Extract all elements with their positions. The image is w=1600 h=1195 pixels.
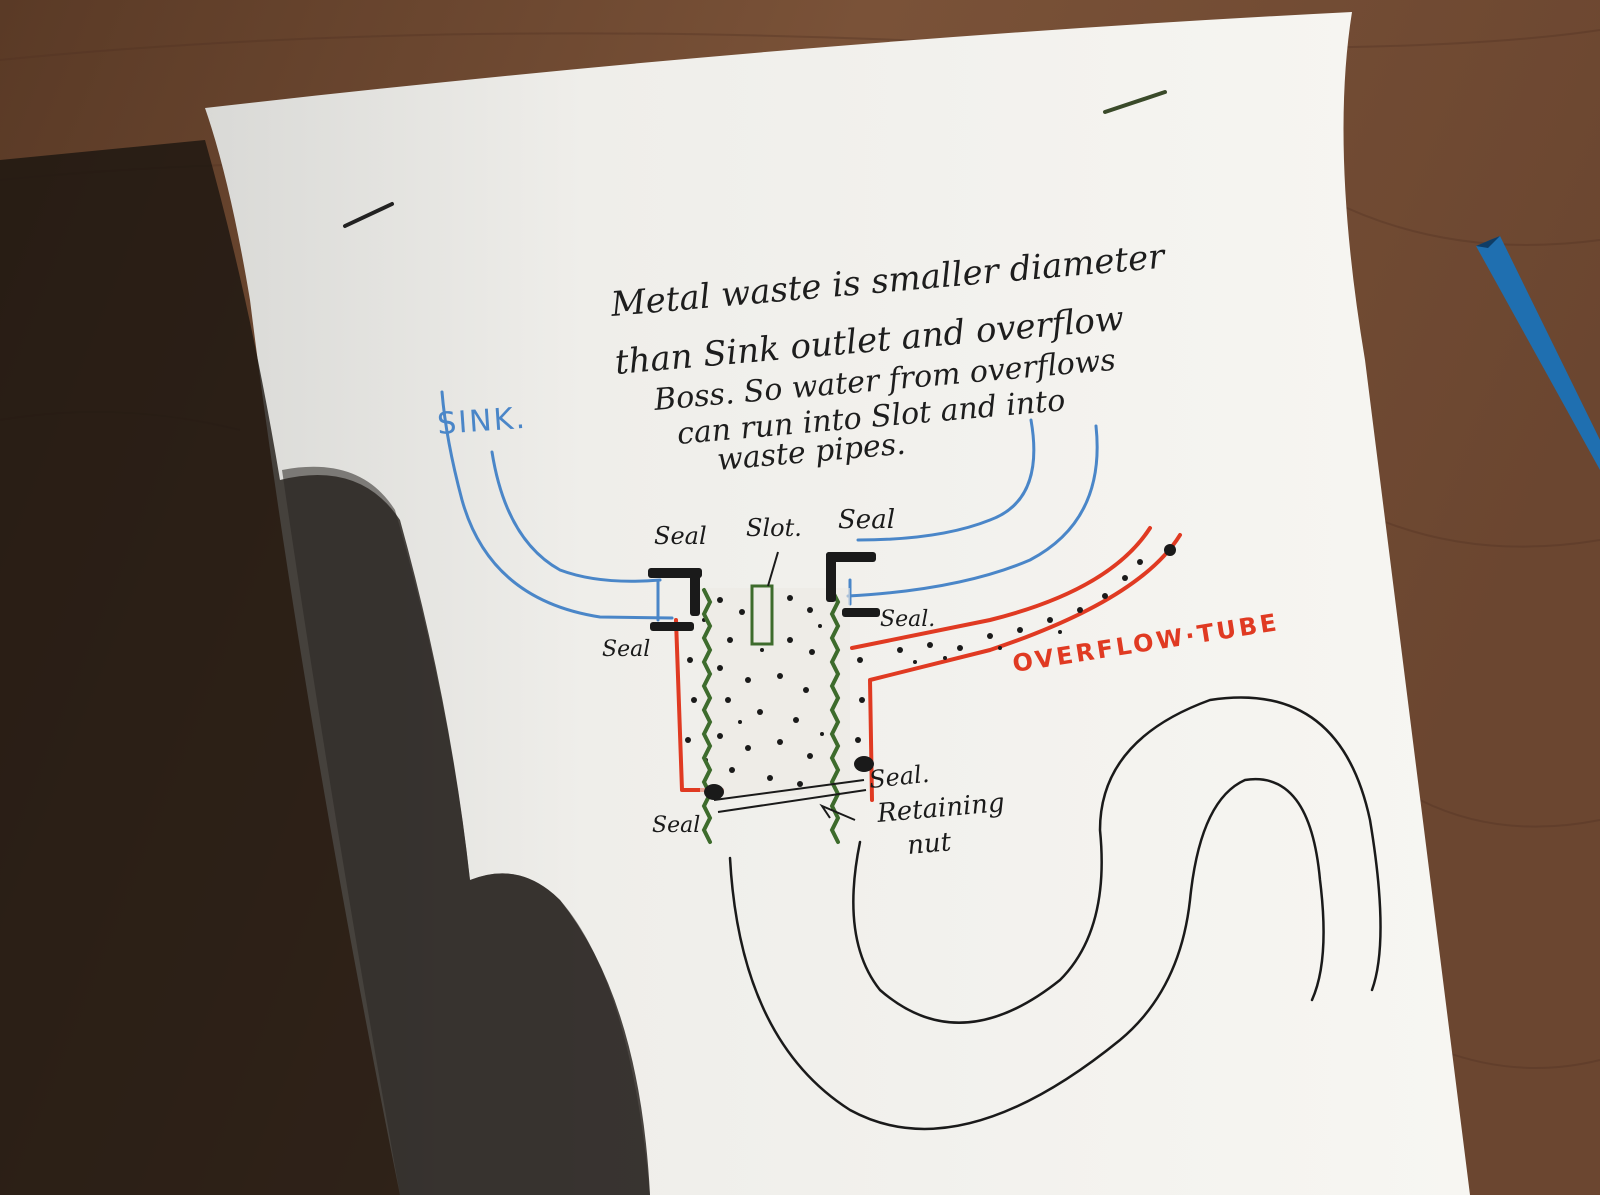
overflow-tube-dot bbox=[1164, 544, 1176, 556]
metal-waste bbox=[685, 551, 865, 796]
waste-pipe-trap bbox=[728, 696, 1382, 1131]
overflow-speckles bbox=[897, 559, 1143, 664]
label-seal-bottom-left: Seal bbox=[652, 813, 700, 838]
label-seal-right-mid: Seal. bbox=[880, 607, 935, 632]
slot bbox=[750, 584, 774, 646]
blue-pen-icon bbox=[1476, 236, 1600, 470]
label-seal-bottom-right: Seal. bbox=[868, 760, 931, 794]
shadow-on-paper bbox=[282, 466, 650, 1195]
waste-speckles bbox=[685, 595, 865, 787]
label-seal-top-right: Seal bbox=[838, 505, 895, 535]
label-slot: Slot. bbox=[746, 514, 802, 542]
label-sink: SINK. bbox=[436, 401, 528, 442]
retaining-nut bbox=[713, 779, 867, 821]
label-seal-top-left: Seal bbox=[654, 522, 707, 550]
ink-mark-right bbox=[1103, 90, 1167, 114]
waste-threads bbox=[701, 588, 841, 844]
sink-outline bbox=[440, 390, 1099, 622]
ink-mark-left bbox=[343, 202, 394, 228]
label-retaining-nut-2: nut bbox=[906, 827, 953, 861]
label-seal-left-mid: Seal bbox=[602, 637, 650, 662]
seals bbox=[648, 552, 880, 800]
